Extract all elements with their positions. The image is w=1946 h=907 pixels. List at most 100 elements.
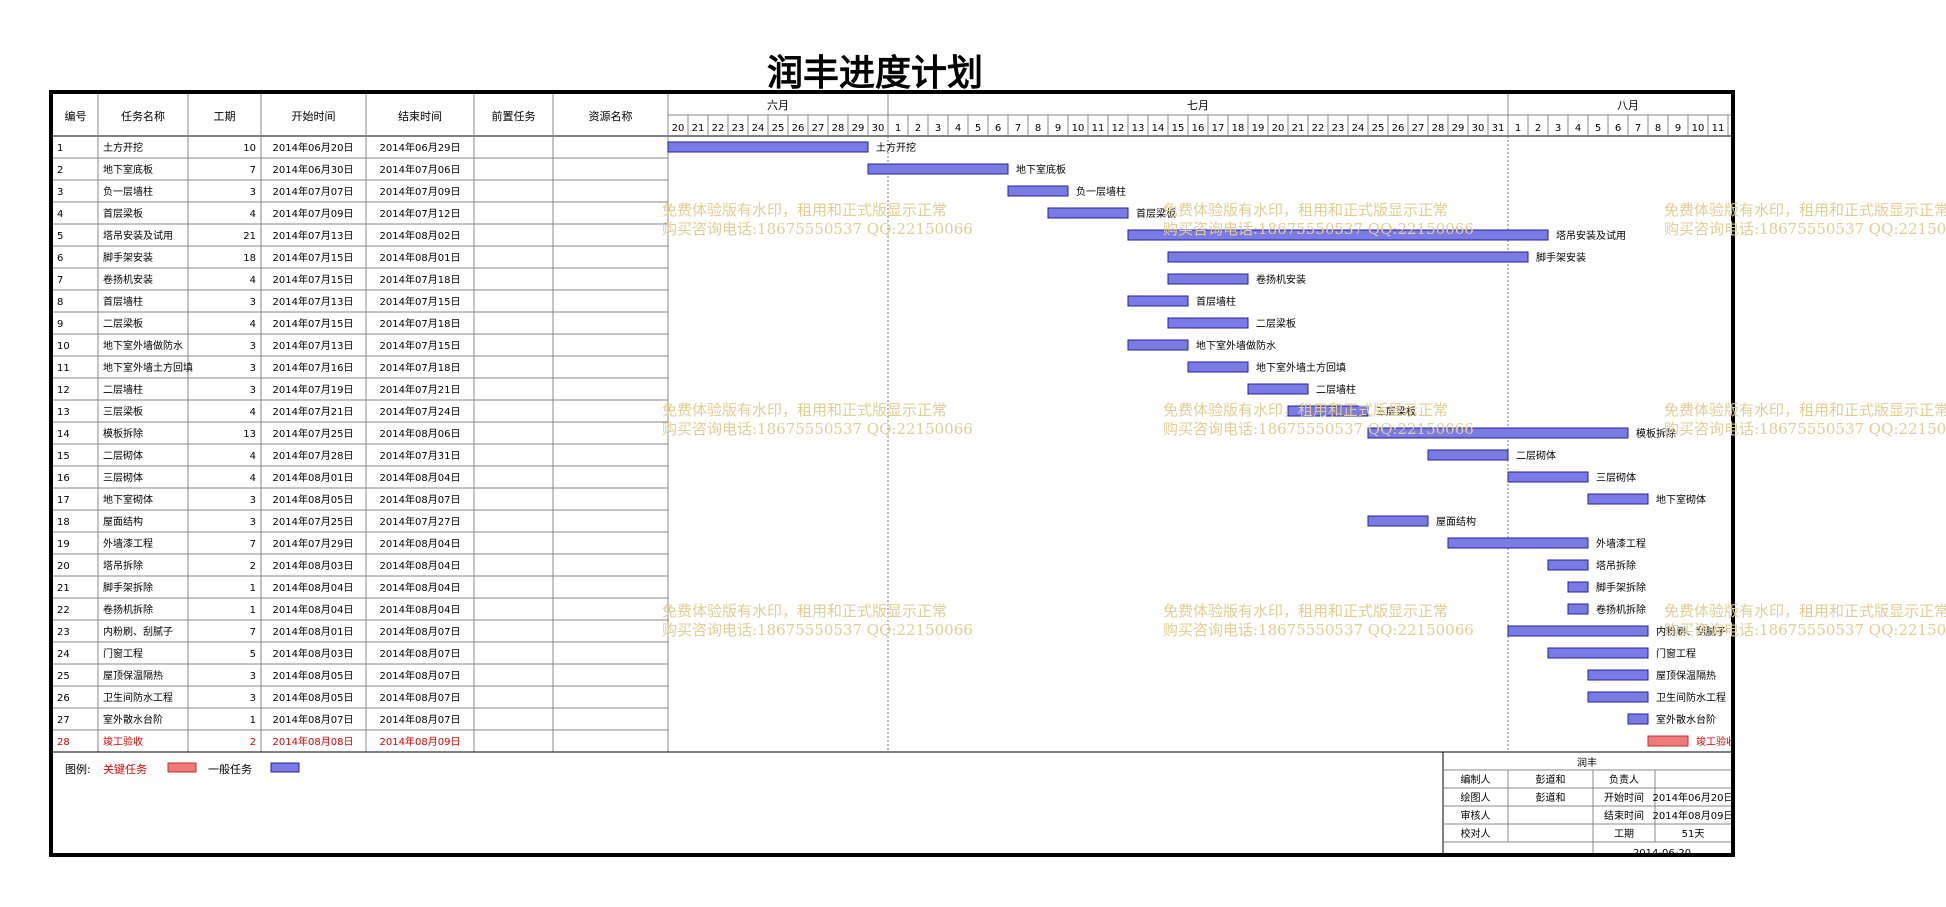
gantt-bar-label: 地下室底板: [1016, 163, 1066, 176]
legend-critical-swatch: [167, 762, 197, 773]
task-end: 2014年06月29日: [380, 141, 461, 154]
task-id: 7: [57, 275, 63, 286]
task-id: 3: [57, 187, 63, 198]
task-name: 负一层墙柱: [103, 185, 153, 198]
day-tick-label: 17: [1212, 123, 1225, 134]
gantt-bar: [1287, 405, 1369, 417]
gantt-bar: [667, 141, 869, 153]
task-duration: 7: [250, 165, 256, 176]
day-tick-label: 21: [1292, 123, 1305, 134]
gantt-bar: [1547, 647, 1649, 659]
day-tick-label: 23: [1332, 123, 1345, 134]
task-start: 2014年06月20日: [273, 141, 354, 154]
task-end: 2014年07月15日: [380, 339, 461, 352]
task-duration: 3: [250, 187, 256, 198]
gantt-bar-label: 首层梁板: [1136, 207, 1176, 220]
task-id: 4: [57, 209, 63, 220]
task-start: 2014年08月01日: [273, 471, 354, 484]
task-name: 脚手架拆除: [103, 581, 153, 594]
task-name: 塔吊拆除: [103, 559, 143, 572]
legend-general-swatch: [270, 762, 300, 773]
task-end: 2014年07月15日: [380, 295, 461, 308]
task-start: 2014年07月15日: [273, 273, 354, 286]
task-duration: 7: [250, 539, 256, 550]
task-id: 10: [57, 341, 70, 352]
task-name: 地下室底板: [103, 163, 153, 176]
task-start: 2014年08月04日: [273, 581, 354, 594]
task-id: 5: [57, 231, 63, 242]
info-box-cell: 2014年06月20日: [1653, 791, 1731, 804]
day-tick-label: 11: [1712, 123, 1725, 134]
gantt-bar: [1167, 317, 1249, 329]
task-end: 2014年08月01日: [380, 251, 461, 264]
task-duration: 4: [250, 407, 256, 418]
day-tick-label: 30: [1472, 123, 1485, 134]
task-start: 2014年07月28日: [273, 449, 354, 462]
gantt-bar: [1007, 185, 1069, 197]
task-end: 2014年07月12日: [380, 207, 461, 220]
task-start: 2014年07月16日: [273, 361, 354, 374]
task-end: 2014年08月07日: [380, 713, 461, 726]
task-start: 2014年08月03日: [273, 647, 354, 660]
day-tick-label: 28: [1432, 123, 1445, 134]
task-end: 2014年08月07日: [380, 493, 461, 506]
task-end: 2014年08月04日: [380, 537, 461, 550]
task-end: 2014年08月07日: [380, 625, 461, 638]
info-box-cell: 结束时间: [1604, 809, 1644, 822]
task-name: 门窗工程: [103, 647, 143, 660]
task-name: 首层墙柱: [103, 295, 143, 308]
task-id: 19: [57, 539, 70, 550]
task-start: 2014年07月13日: [273, 229, 354, 242]
day-tick-label: 14: [1152, 123, 1165, 134]
day-tick-label: 10: [1072, 123, 1085, 134]
task-id: 11: [57, 363, 70, 374]
info-box-cell: 开始时间: [1604, 791, 1644, 804]
column-header: 开始时间: [292, 109, 336, 123]
task-start: 2014年08月07日: [273, 713, 354, 726]
month-label: 七月: [1187, 99, 1209, 112]
task-end: 2014年08月07日: [380, 691, 461, 704]
day-tick-label: 13: [1132, 123, 1145, 134]
gantt-bar: [1507, 471, 1589, 483]
task-name: 三层梁板: [103, 405, 143, 418]
gantt-bar: [1587, 691, 1649, 703]
gantt-bar-label: 地下室外墙做防水: [1196, 339, 1276, 352]
day-tick-label: 3: [1555, 123, 1561, 134]
day-tick-label: 7: [1015, 123, 1021, 134]
gantt-bar-label: 首层墙柱: [1196, 295, 1236, 308]
day-tick-label: 16: [1192, 123, 1205, 134]
legend-label: 图例:: [65, 762, 91, 776]
day-tick-label: 5: [975, 123, 981, 134]
column-header: 资源名称: [589, 109, 633, 123]
task-id: 25: [57, 671, 70, 682]
task-end: 2014年07月31日: [380, 449, 461, 462]
day-tick-label: 8: [1655, 123, 1661, 134]
task-name: 模板拆除: [103, 427, 143, 440]
day-tick-label: 29: [852, 123, 865, 134]
gantt-bar-label: 屋面结构: [1436, 515, 1476, 528]
task-duration: 13: [243, 429, 256, 440]
day-tick-label: 20: [672, 123, 685, 134]
task-id: 26: [57, 693, 70, 704]
task-duration: 3: [250, 385, 256, 396]
day-tick-label: 7: [1635, 123, 1641, 134]
task-start: 2014年07月21日: [273, 405, 354, 418]
info-box-cell: 绘图人: [1461, 791, 1491, 804]
task-name: 塔吊安装及试用: [103, 229, 173, 242]
day-tick-label: 8: [1035, 123, 1041, 134]
gantt-bar: [1587, 669, 1649, 681]
task-duration: 18: [243, 253, 256, 264]
gantt-bar-label: 塔吊安装及试用: [1556, 229, 1626, 242]
day-tick-label: 25: [1372, 123, 1385, 134]
gantt-bar: [1247, 383, 1309, 395]
info-box-cell: 编制人: [1461, 773, 1491, 786]
gantt-bar: [1187, 361, 1249, 373]
task-duration: 4: [250, 473, 256, 484]
task-duration: 3: [250, 341, 256, 352]
gantt-bar: [1547, 559, 1589, 571]
task-start: 2014年07月15日: [273, 317, 354, 330]
task-end: 2014年08月02日: [380, 229, 461, 242]
info-box-cell: 彭道和: [1536, 791, 1566, 804]
task-id: 16: [57, 473, 70, 484]
